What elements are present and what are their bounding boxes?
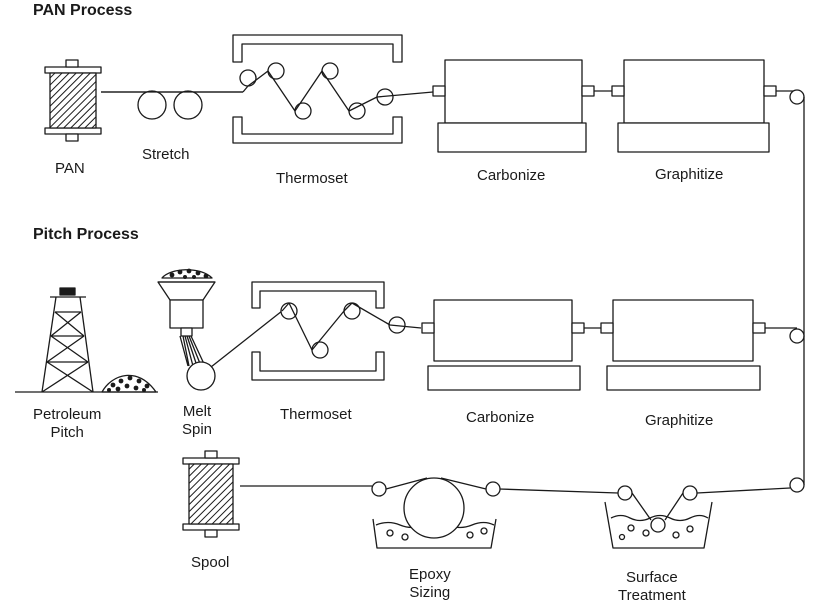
pitch-process-heading: Pitch Process bbox=[33, 226, 139, 243]
thermoset-middle-label: Thermoset bbox=[280, 406, 352, 423]
graphitize-top-label: Graphitize bbox=[655, 166, 724, 183]
graphitize-furnace-top bbox=[611, 59, 777, 153]
carbonize-furnace-top bbox=[432, 59, 595, 153]
pan-spool bbox=[44, 59, 102, 142]
melt-spin-line1: Melt bbox=[182, 403, 212, 420]
guide-roller-right-bottom bbox=[789, 477, 805, 493]
petroleum-pitch-line1: Petroleum bbox=[33, 406, 102, 423]
epoxy-sizing-line2: Sizing bbox=[409, 584, 451, 601]
output-spool bbox=[182, 450, 240, 538]
stretch-label: Stretch bbox=[142, 146, 190, 163]
petroleum-pitch-line2: Pitch bbox=[50, 424, 84, 441]
stretch-rollers bbox=[137, 90, 203, 120]
pan-label: PAN bbox=[55, 160, 85, 177]
surface-treatment-label: Surface Treatment bbox=[618, 569, 686, 605]
melt-spin-label: Melt Spin bbox=[182, 403, 212, 439]
epoxy-sizing-line1: Epoxy bbox=[409, 566, 451, 583]
petroleum-pitch-label: Petroleum Pitch bbox=[33, 406, 101, 442]
surface-treatment-line2: Treatment bbox=[618, 587, 686, 604]
guide-roller-right-middle bbox=[789, 328, 805, 344]
carbonize-middle-label: Carbonize bbox=[466, 409, 535, 426]
melt-spin-unit bbox=[157, 268, 216, 391]
graphitize-middle-label: Graphitize bbox=[645, 412, 714, 429]
guide-roller-right-top bbox=[789, 89, 805, 105]
pitch-pile bbox=[100, 374, 158, 393]
pan-process-heading: PAN Process bbox=[33, 2, 133, 19]
epoxy-sizing-label: Epoxy Sizing bbox=[409, 566, 451, 602]
thermoset-oven-top bbox=[232, 34, 434, 144]
thermoset-top-label: Thermoset bbox=[276, 170, 348, 187]
carbonize-top-label: Carbonize bbox=[477, 167, 546, 184]
melt-spin-line2: Spin bbox=[182, 421, 213, 438]
graphitize-furnace-middle bbox=[600, 299, 766, 391]
spool-label: Spool bbox=[191, 554, 230, 571]
oil-derrick bbox=[15, 287, 100, 393]
surface-treatment-line1: Surface bbox=[626, 569, 678, 586]
surface-treatment-bath bbox=[498, 485, 791, 549]
carbonize-furnace-middle bbox=[421, 299, 585, 391]
epoxy-sizing-bath bbox=[371, 477, 501, 549]
thermoset-oven-middle bbox=[251, 281, 422, 381]
